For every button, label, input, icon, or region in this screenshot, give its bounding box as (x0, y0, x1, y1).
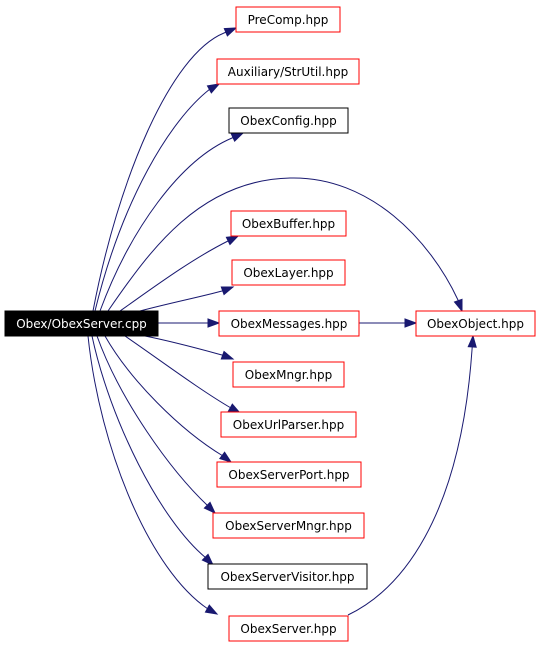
edge-arrowhead (225, 235, 240, 246)
node-label: Auxiliary/StrUtil.hpp (228, 65, 348, 79)
node-label: ObexLayer.hpp (243, 266, 333, 280)
edge-line (104, 335, 232, 463)
edge-arrowhead (453, 298, 463, 313)
edge-root-to-obexurlparser (124, 335, 242, 414)
edge-line (94, 83, 220, 312)
node-obexobject-hpp[interactable]: ObexObject.hpp (415, 310, 536, 337)
edge-root-to-obexbuffer (119, 235, 240, 312)
edge-root-to-obexlayer (139, 286, 235, 312)
edges-layer (87, 27, 477, 616)
edge-root-to-obexmessages (158, 318, 221, 328)
edge-arrowhead (218, 451, 233, 463)
edge-root-to-obexconfig (99, 132, 245, 312)
node-box (216, 461, 362, 488)
node-box (228, 615, 349, 642)
edge-root-to-precomp (92, 27, 238, 312)
node-label: ObexUrlParser.hpp (233, 418, 345, 432)
edge-line (99, 132, 244, 312)
edge-arrowhead (223, 27, 238, 37)
edge-line (107, 177, 463, 312)
node-box (232, 361, 345, 388)
edge-root-to-obexserver (87, 335, 219, 615)
edge-root-to-obexserverport (104, 335, 233, 463)
node-box (4, 310, 159, 337)
edge-line (124, 335, 241, 414)
node-label: ObexServerVisitor.hpp (220, 570, 354, 584)
node-box (228, 107, 349, 134)
node-label: ObexMngr.hpp (245, 368, 332, 382)
node-label: ObexBuffer.hpp (242, 217, 335, 231)
edge-line (139, 286, 234, 312)
node-label: PreComp.hpp (248, 13, 329, 27)
edge-arrowhead (201, 553, 215, 567)
edge-arrowhead (220, 350, 235, 360)
node-label: ObexServerPort.hpp (228, 468, 349, 482)
node-box (220, 411, 357, 438)
edge-line (119, 235, 239, 312)
edge-arrowhead (220, 286, 235, 296)
node-auxiliary-strutil-hpp[interactable]: Auxiliary/StrUtil.hpp (216, 58, 360, 85)
node-obexmngr-hpp[interactable]: ObexMngr.hpp (232, 361, 345, 388)
edge-arrowhead (203, 501, 217, 515)
edge-root-to-obexmngr (144, 335, 235, 360)
edge-obexserver-to-obexobject (347, 334, 477, 616)
node-obexserverport-hpp[interactable]: ObexServerPort.hpp (216, 461, 362, 488)
node-obexurlparser-hpp[interactable]: ObexUrlParser.hpp (220, 411, 357, 438)
node-box (415, 310, 536, 337)
edge-line (144, 335, 234, 360)
node-obexlayer-hpp[interactable]: ObexLayer.hpp (231, 259, 346, 286)
node-obexservermngr-hpp[interactable]: ObexServerMngr.hpp (212, 512, 365, 539)
node-label: ObexServer.hpp (240, 622, 336, 636)
node-obexconfig-hpp[interactable]: ObexConfig.hpp (228, 107, 349, 134)
node-box (235, 6, 341, 33)
edge-root-to-obexservermngr (96, 335, 217, 515)
edge-line (92, 27, 237, 312)
node-obex-server-cpp: Obex/ObexServer.cpp (4, 310, 159, 337)
node-box (230, 210, 347, 237)
node-box (231, 259, 346, 286)
edge-arrowhead (467, 334, 477, 348)
edge-line (87, 335, 218, 615)
node-label: ObexServerMngr.hpp (225, 519, 352, 533)
node-label: ObexConfig.hpp (240, 114, 337, 128)
node-obexserver-hpp[interactable]: ObexServer.hpp (228, 615, 349, 642)
node-label: Obex/ObexServer.cpp (16, 317, 147, 331)
node-precomp-hpp[interactable]: PreComp.hpp (235, 6, 341, 33)
node-label: ObexMessages.hpp (231, 317, 348, 331)
edge-root-to-obexservervisitor (91, 335, 215, 567)
edge-root-to-obexobject (107, 177, 463, 313)
node-obexmessages-hpp[interactable]: ObexMessages.hpp (218, 310, 360, 337)
edge-line (96, 335, 216, 514)
edge-arrowhead (207, 318, 221, 328)
node-box (218, 310, 360, 337)
node-box (216, 58, 360, 85)
edge-line (91, 335, 214, 566)
node-obexservervisitor-hpp[interactable]: ObexServerVisitor.hpp (207, 563, 368, 590)
edge-root-to-strutil (94, 83, 221, 312)
node-obexbuffer-hpp[interactable]: ObexBuffer.hpp (230, 210, 347, 237)
edge-line (347, 335, 474, 616)
edge-arrowhead (230, 132, 245, 143)
edge-obexmessages-to-obexobject (359, 318, 418, 328)
node-box (207, 563, 368, 590)
nodes-layer: Obex/ObexServer.cpp PreComp.hpp Auxiliar… (4, 6, 536, 642)
edge-arrowhead (206, 83, 221, 94)
node-box (212, 512, 365, 539)
edge-arrowhead (204, 604, 219, 615)
node-label: ObexObject.hpp (427, 317, 524, 331)
edge-arrowhead (404, 318, 418, 328)
